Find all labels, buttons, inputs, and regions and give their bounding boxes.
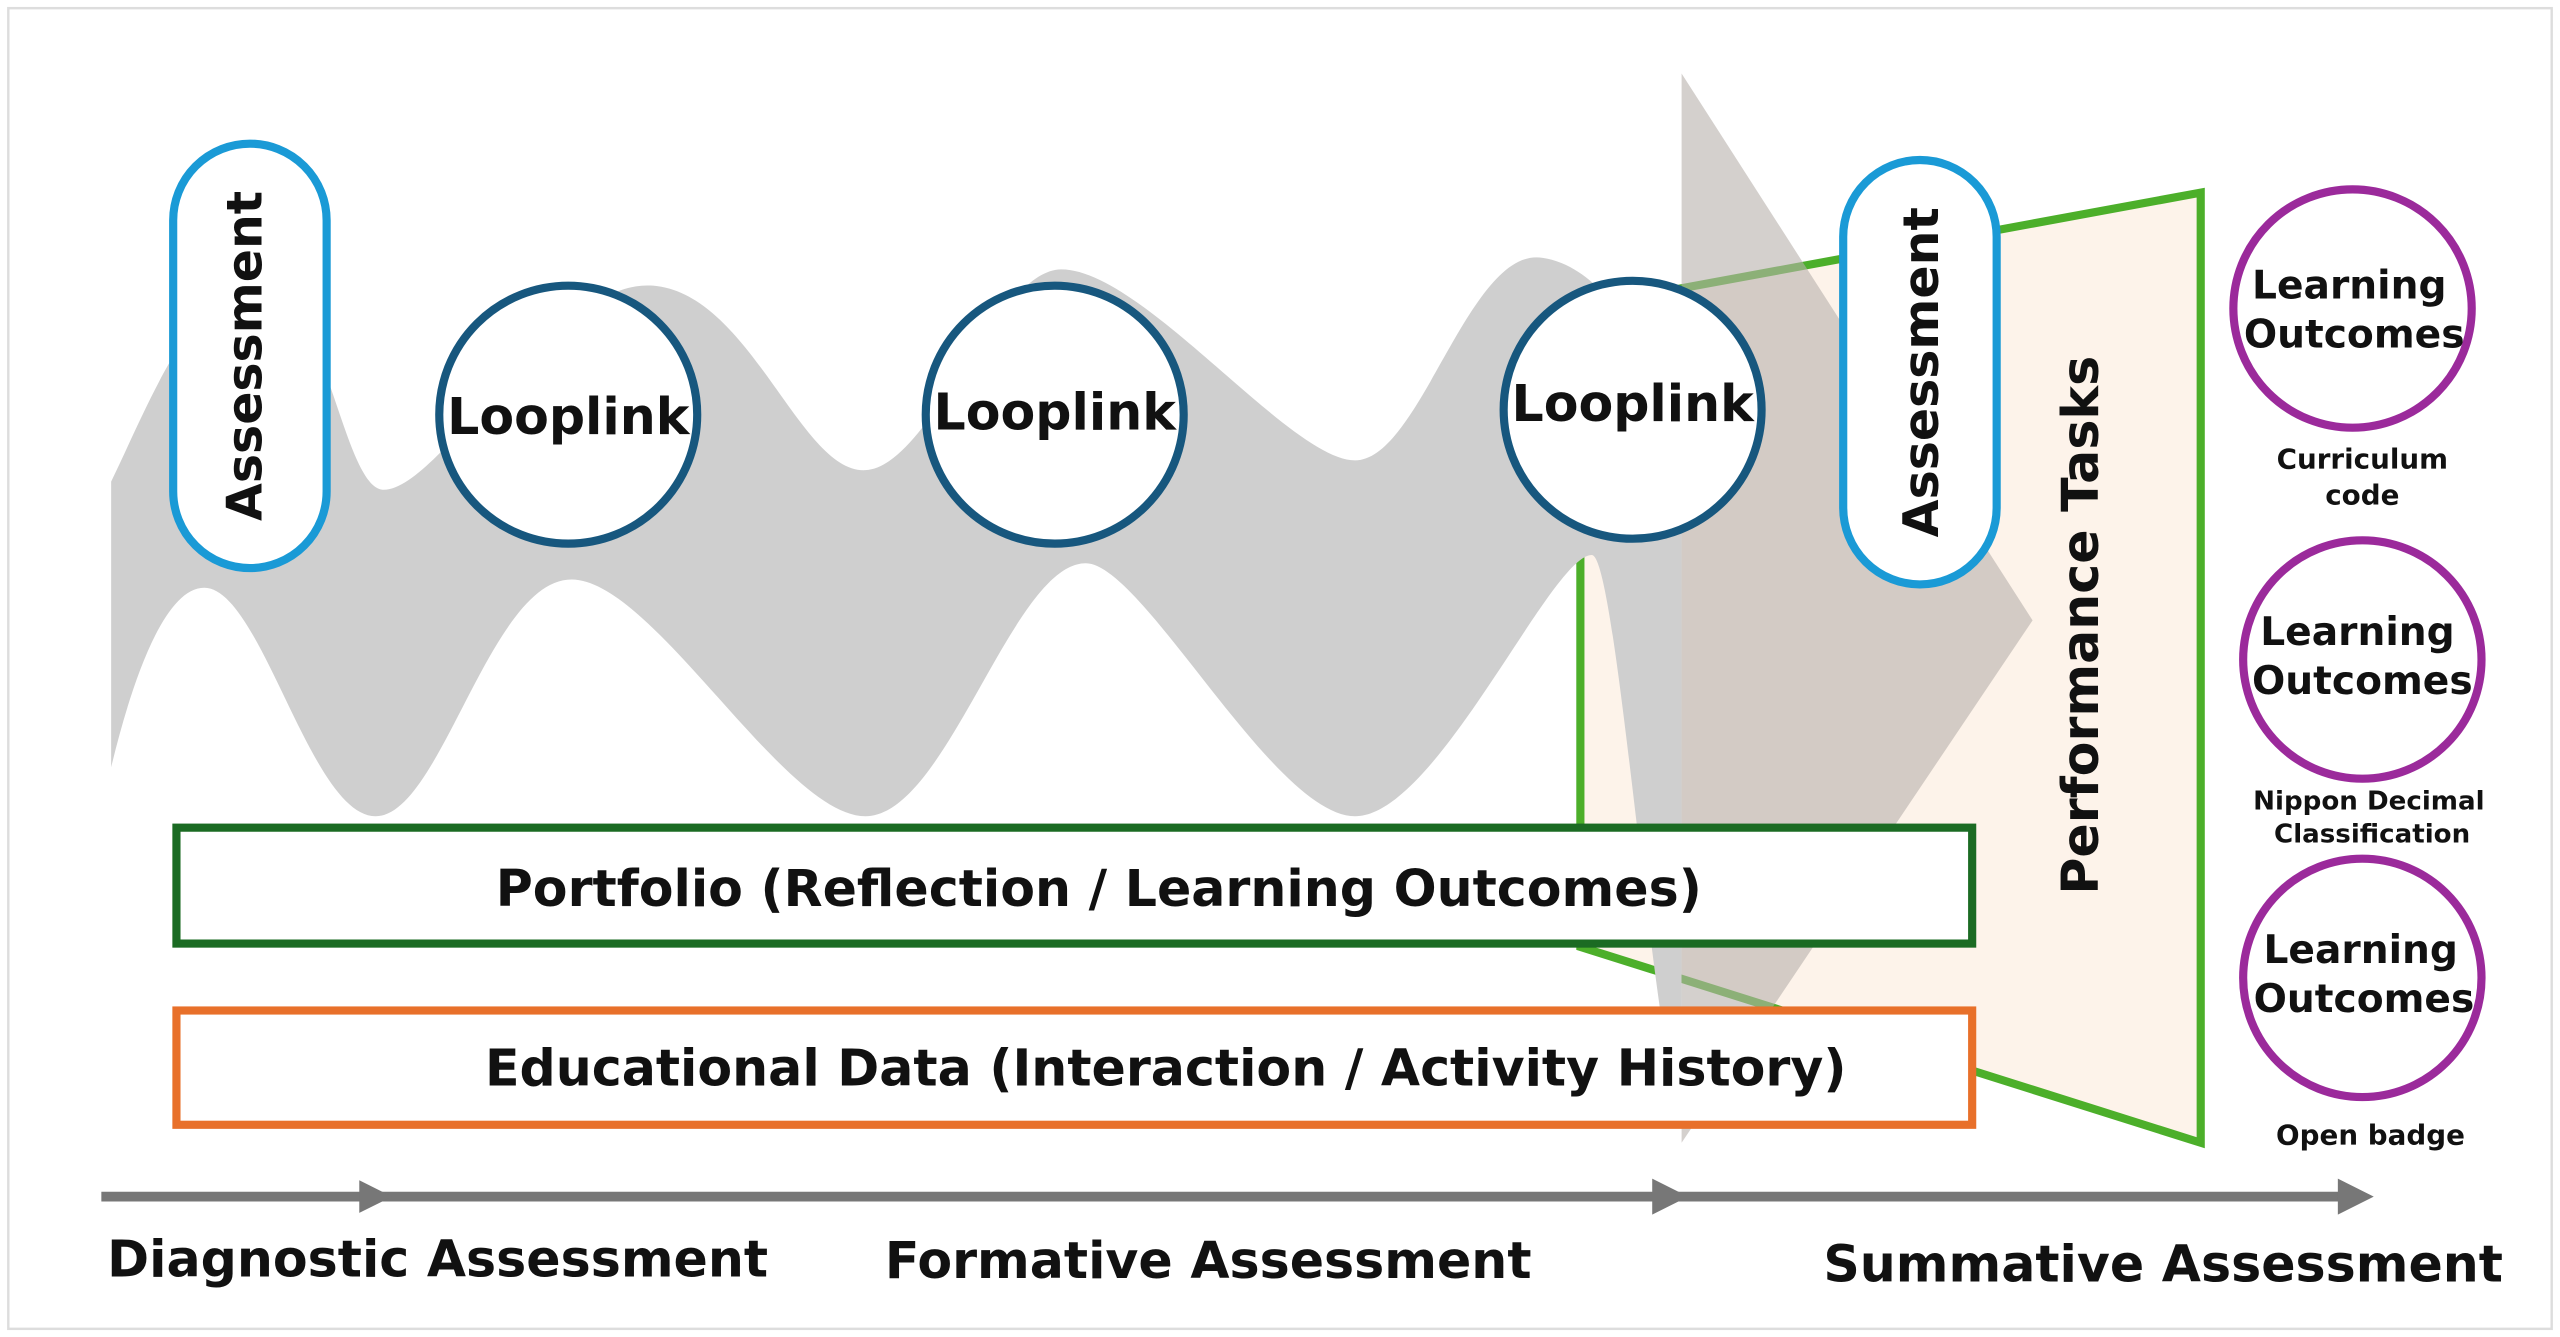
looplink-label: Looplink bbox=[934, 382, 1178, 441]
phase-formative-label: Formative Assessment bbox=[885, 1231, 1532, 1290]
assessment-label: Assessment bbox=[216, 191, 273, 521]
portfolio-box: Portfolio (Reflection / Learning Outcome… bbox=[172, 823, 1977, 948]
looplink-node-3: Looplink bbox=[1499, 276, 1766, 543]
outcome-caption: Classification bbox=[2274, 819, 2470, 849]
phase-summative-label: Summative Assessment bbox=[1823, 1234, 2503, 1293]
outcome-line1: Learning bbox=[2260, 610, 2454, 655]
timeline-arrow bbox=[101, 1178, 2374, 1215]
portfolio-label: Portfolio (Reflection / Learning Outcome… bbox=[496, 859, 1702, 918]
outcome-caption: Curriculum bbox=[2277, 443, 2448, 476]
outcome-caption: code bbox=[2325, 478, 2399, 511]
outcome-caption: Nippon Decimal bbox=[2253, 787, 2484, 817]
outcome-caption: Open badge bbox=[2276, 1118, 2465, 1151]
outcome-line2: Outcomes bbox=[2244, 313, 2465, 358]
outcome-line2: Outcomes bbox=[2254, 977, 2475, 1022]
arrowhead-icon bbox=[359, 1180, 392, 1213]
arrowhead-icon bbox=[1652, 1178, 1689, 1215]
outcome-line1: Learning bbox=[2263, 928, 2457, 973]
educational-data-box: Educational Data (Interaction / Activity… bbox=[172, 1006, 1977, 1129]
learning-outcome-ndc: Learning Outcomes Nippon Decimal Classif… bbox=[2239, 536, 2486, 849]
assessment-label: Assessment bbox=[1893, 207, 1950, 537]
outcome-line2: Outcomes bbox=[2252, 659, 2473, 704]
arrowhead-icon bbox=[2337, 1178, 2374, 1215]
performance-tasks-label: Performance Tasks bbox=[2051, 356, 2110, 895]
phase-diagnostic-label: Diagnostic Assessment bbox=[107, 1230, 768, 1289]
looplink-label: Looplink bbox=[1511, 374, 1755, 433]
assessment-pill-summative: Assessment bbox=[1839, 155, 2001, 589]
learning-outcome-open-badge: Learning Outcomes Open badge bbox=[2239, 854, 2486, 1151]
assessment-pill-diagnostic: Assessment bbox=[169, 139, 331, 573]
looplink-label: Looplink bbox=[447, 387, 691, 446]
learning-outcome-curriculum-code: Learning Outcomes Curriculum code bbox=[2229, 185, 2476, 511]
outcome-line1: Learning bbox=[2252, 264, 2446, 309]
looplink-node-2: Looplink bbox=[921, 281, 1188, 548]
educational-data-label: Educational Data (Interaction / Activity… bbox=[485, 1039, 1847, 1098]
looplink-node-1: Looplink bbox=[435, 281, 702, 548]
